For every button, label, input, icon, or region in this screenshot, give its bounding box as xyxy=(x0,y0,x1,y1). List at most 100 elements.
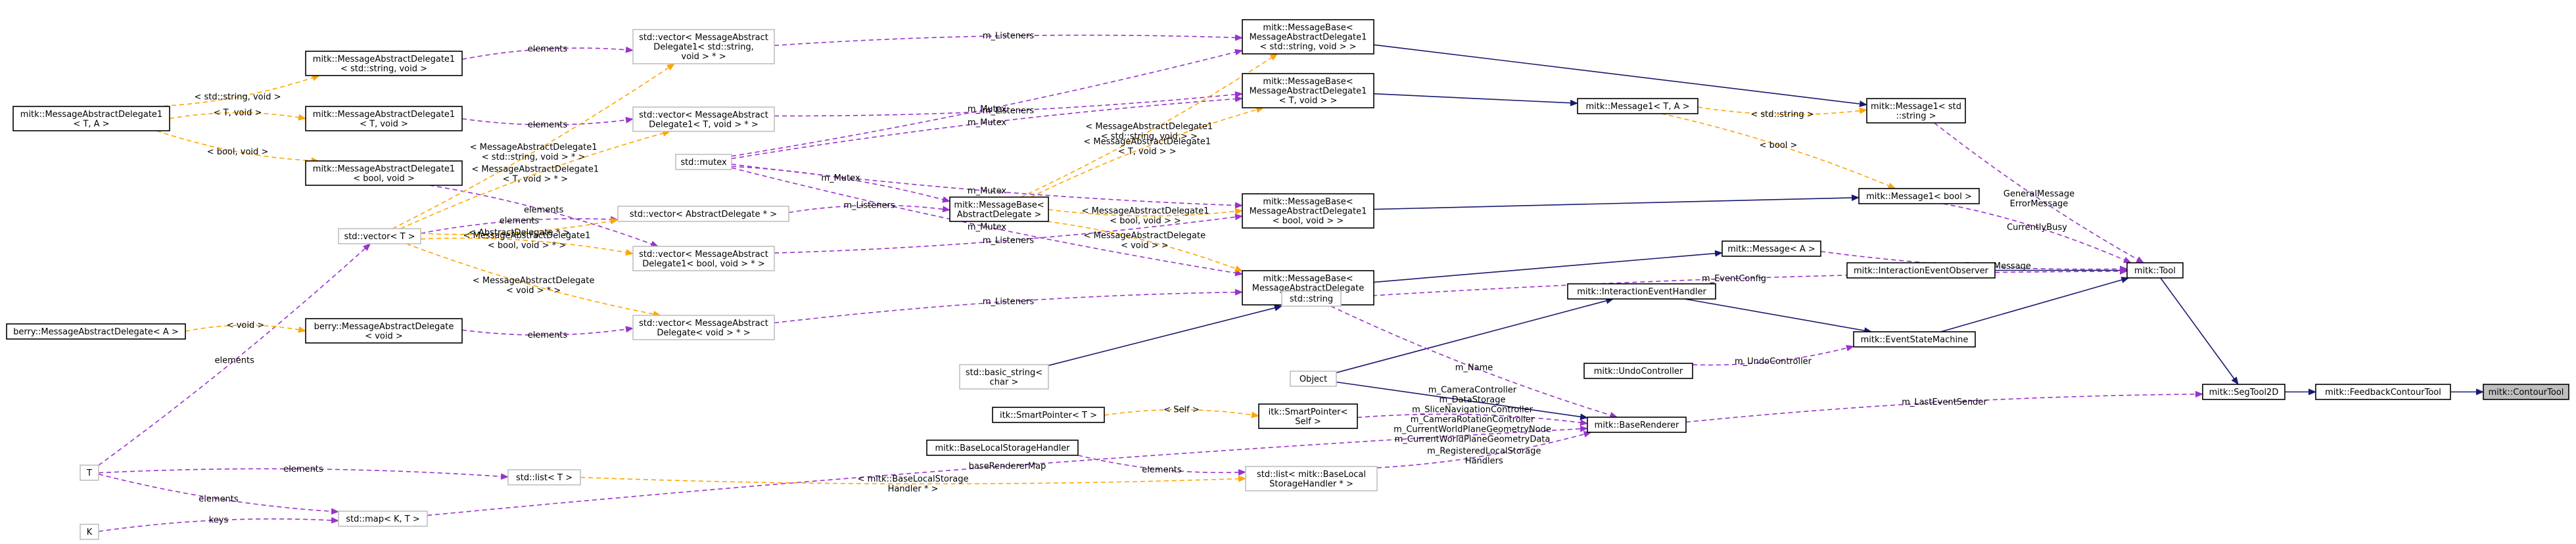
class-node-MAD1_TA[interactable]: mitk::MessageAbstractDelegate1< T, A > xyxy=(12,106,170,131)
class-node-T[interactable]: T xyxy=(80,465,99,481)
edge-usage-vec_string-to-MBase_string xyxy=(774,34,1243,47)
class-name: mitk::UndoController xyxy=(1594,367,1683,376)
class-name: mitk::InteractionEventObserver xyxy=(1854,266,1989,276)
class-node-Message1TA[interactable]: mitk::Message1< T, A > xyxy=(1577,98,1698,114)
class-name: mitk::MessageAbstractDelegate1< T, void … xyxy=(313,110,455,129)
class-node-berryMAD_void[interactable]: berry::MessageAbstractDelegate< void > xyxy=(305,318,463,344)
class-node-listT[interactable]: std::list< T > xyxy=(507,469,581,486)
class-name: mitk::MessageAbstractDelegate1< std::str… xyxy=(313,55,455,74)
class-node-InteractionEventObserver[interactable]: mitk::InteractionEventObserver xyxy=(1846,262,1996,279)
edge-label-MBase_generic-to-MBase_string: < MessageAbstractDelegate1< std::string,… xyxy=(1085,122,1213,142)
class-node-BLSH[interactable]: mitk::BaseLocalStorageHandler xyxy=(926,440,1079,456)
class-node-FeedbackContourTool[interactable]: mitk::FeedbackContourTool xyxy=(2315,384,2451,400)
class-node-MBase_generic[interactable]: mitk::MessageBase<AbstractDelegate > xyxy=(949,196,1049,222)
class-node-MAD1_T[interactable]: mitk::MessageAbstractDelegate1< T, void … xyxy=(305,106,463,131)
edge-usage-MessageBool-to-Tool xyxy=(1942,203,2132,263)
class-node-MBase_string[interactable]: mitk::MessageBase<MessageAbstractDelegat… xyxy=(1242,19,1374,55)
class-box xyxy=(2202,384,2285,400)
edge-inheritance-Tool-to-SegTool2D xyxy=(2160,277,2239,385)
edge-template-vectorT-to-vec_void xyxy=(406,243,661,317)
class-box xyxy=(1583,363,1693,379)
edge-label-stdstring-to-BaseRenderer: m_Name xyxy=(1455,363,1493,373)
class-node-ContourTool[interactable]: mitk::ContourTool xyxy=(2483,384,2569,400)
class-name: mitk::Message1< T, A > xyxy=(1585,102,1689,112)
class-node-MBase_T[interactable]: mitk::MessageBase<MessageAbstractDelegat… xyxy=(1242,73,1374,108)
class-name: berry::MessageAbstractDelegate< A > xyxy=(13,327,179,337)
edge-label-BaseRenderer-to-SegTool2D: m_LastEventSender xyxy=(1902,397,1987,407)
class-box xyxy=(1242,193,1374,229)
class-node-EventStateMachine[interactable]: mitk::EventStateMachine xyxy=(1853,331,1976,348)
edge-label-T-to-listT: elements xyxy=(283,465,323,474)
class-name: std::string xyxy=(1290,294,1333,304)
edge-usage-MessageStdString-to-Tool xyxy=(1934,122,2145,263)
class-box xyxy=(1858,188,1980,204)
class-box xyxy=(926,440,1079,456)
class-node-MAD1_bool[interactable]: mitk::MessageAbstractDelegate1< bool, vo… xyxy=(305,160,463,186)
class-node-UndoController[interactable]: mitk::UndoController xyxy=(1583,363,1693,379)
edge-label-MessageBool-to-Tool: CurrentlyBusy xyxy=(2007,223,2067,233)
edge-label-K-to-mapKT: keys xyxy=(209,516,229,526)
class-name: std::basic_string<char > xyxy=(966,368,1042,388)
edge-label-berryMAD_A-to-berryMAD_void: < void > xyxy=(227,321,265,330)
class-node-MessageBool[interactable]: mitk::Message1< bool > xyxy=(1858,188,1980,204)
edge-label-T-to-vectorT: elements xyxy=(215,356,255,366)
class-node-vectorT[interactable]: std::vector< T > xyxy=(338,228,421,244)
class-node-basic_string[interactable]: std::basic_string<char > xyxy=(959,364,1049,390)
edge-label-vectorT-to-vec_abstract: < AbstractDelegate * > xyxy=(469,228,570,238)
edge-template-Message1TA-to-MessageBool xyxy=(1661,113,1896,189)
class-name: K xyxy=(87,528,93,537)
edge-template-listT-to-list_BLSH xyxy=(580,475,1246,485)
class-node-Object[interactable]: Object xyxy=(1290,371,1337,387)
edge-inheritance-Object-to-BaseRenderer xyxy=(1336,381,1588,420)
class-name: mitk::ContourTool xyxy=(2489,388,2564,397)
class-node-vec_abstract[interactable]: std::vector< AbstractDelegate * > xyxy=(617,206,789,222)
edge-label-vectorT-to-vec_bool: < MessageAbstractDelegate1< bool, void >… xyxy=(463,231,591,250)
class-box xyxy=(338,510,428,527)
class-box xyxy=(2315,384,2451,400)
edge-usage-UndoController-to-EventStateMachine xyxy=(1692,345,1854,366)
class-node-MessageStdString[interactable]: mitk::Message1< std::string > xyxy=(1866,98,1966,124)
class-node-stdstring[interactable]: std::string xyxy=(1281,290,1342,307)
edge-usage-T-to-mapKT xyxy=(98,473,339,515)
edge-usage-T-to-listT xyxy=(98,468,509,480)
class-node-Tool[interactable]: mitk::Tool xyxy=(2126,262,2184,279)
class-node-BaseRenderer[interactable]: mitk::BaseRenderer xyxy=(1587,417,1687,433)
class-node-MessageA[interactable]: mitk::Message< A > xyxy=(1721,240,1821,257)
edge-inheritance-Object-to-InteractionEventHandler xyxy=(1336,297,1614,373)
edge-label-T-to-mapKT: elements xyxy=(199,494,239,504)
class-node-stdmutex[interactable]: std::mutex xyxy=(675,154,732,170)
class-node-mapKT[interactable]: std::map< K, T > xyxy=(338,510,428,527)
class-node-SegTool2D[interactable]: mitk::SegTool2D xyxy=(2202,384,2285,400)
class-node-itkSP_Self[interactable]: itk::SmartPointer<Self > xyxy=(1258,403,1358,429)
edge-inheritance-MBase_string-to-MessageStdString xyxy=(1373,44,1867,108)
edge-label-vec_T-to-MBase_T: m_Listeners xyxy=(983,106,1034,116)
class-node-InteractionEventHandler[interactable]: mitk::InteractionEventHandler xyxy=(1567,283,1716,300)
edge-template-berryMAD_A-to-berryMAD_void xyxy=(185,325,306,333)
class-box xyxy=(959,364,1049,390)
edge-usage-list_BLSH-to-BaseRenderer xyxy=(1376,431,1592,468)
class-name: std::map< K, T > xyxy=(346,514,420,524)
class-box xyxy=(1587,417,1687,433)
class-node-berryMAD_A[interactable]: berry::MessageAbstractDelegate< A > xyxy=(6,323,186,340)
edge-label-MBase_generic-to-MBase_T: < MessageAbstractDelegate1< T, void > > xyxy=(1083,137,1211,157)
edge-label-vec_string-to-MBase_string: m_Listeners xyxy=(983,31,1034,41)
class-node-K[interactable]: K xyxy=(80,524,99,540)
class-box xyxy=(12,106,170,131)
class-box xyxy=(1242,73,1374,108)
edge-label-stdmutex-to-MBase_T: m_Mutex xyxy=(968,118,1006,128)
class-name: mitk::EventStateMachine xyxy=(1861,335,1969,345)
class-node-MAD1_string[interactable]: mitk::MessageAbstractDelegate1< std::str… xyxy=(305,51,463,76)
edge-usage-T-to-vectorT xyxy=(98,243,371,466)
class-name: mitk::Message< A > xyxy=(1727,244,1815,254)
edge-template-MAD1_TA-to-MAD1_string xyxy=(155,74,320,107)
edge-label-stdstring-to-Tool: m_EventConfig xyxy=(1702,274,1766,284)
edge-usage-vectorT-to-vec_abstract xyxy=(420,215,619,234)
class-node-MBase_bool[interactable]: mitk::MessageBase<MessageAbstractDelegat… xyxy=(1242,193,1374,229)
class-node-itkSP_T[interactable]: itk::SmartPointer< T > xyxy=(992,407,1105,423)
